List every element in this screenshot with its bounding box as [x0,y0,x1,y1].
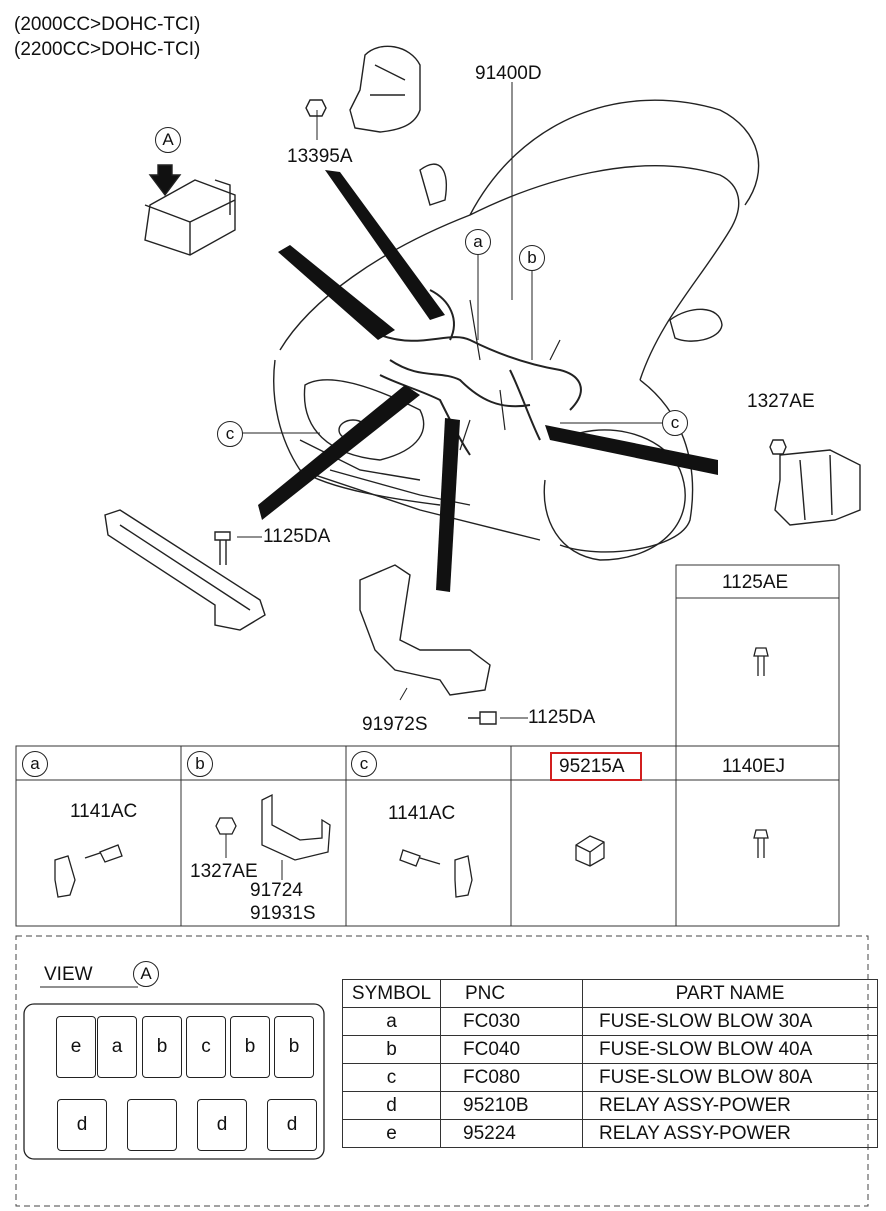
car-front-outline [273,359,541,541]
legend-symbol: c [342,1063,441,1092]
legend-part-name: RELAY ASSY-POWER [582,1091,878,1120]
legend-pnc: FC030 [440,1007,583,1036]
callout-circle-a: a [465,229,491,255]
clip-drawing [454,855,473,898]
grid-symbol-c: c [351,751,377,777]
engine-spec-line2: (2200CC>DOHC-TCI) [14,39,201,60]
legend-header-symbol: SYMBOL [342,979,441,1008]
bolt-icon [214,531,231,565]
grid-b-part-91724: 91724 [250,880,303,901]
bolt-icon [468,711,497,725]
highlight-box-95215A [550,752,642,781]
table-row: a FC030 FUSE-SLOW BLOW 30A [342,1007,878,1036]
grid-header-1125AE: 1125AE [722,572,789,593]
bracket-drawing [349,45,421,133]
legend-pnc: 95210B [440,1091,583,1120]
relay-slot-d3: d [267,1099,317,1151]
bolt-icon [753,647,769,676]
bolt-icon [399,849,441,867]
car-grille-outline [303,379,425,461]
nut-icon [769,439,787,455]
fuse-slot-b1: b [142,1016,182,1078]
fuse-box-drawing [144,179,236,256]
engine-spec-line1: (2000CC>DOHC-TCI) [14,14,201,35]
bolt-icon [84,844,123,863]
fuse-slot-e: e [56,1016,96,1078]
legend-symbol: b [342,1035,441,1064]
callout-circle-c-right: c [662,410,688,436]
legend-table: SYMBOL PNC PART NAME a FC030 FUSE-SLOW B… [342,979,878,1148]
grid-symbol-a: a [22,751,48,777]
legend-symbol: a [342,1007,441,1036]
relay-icon [575,835,605,867]
callout-13395A: 13395A [287,146,353,167]
table-row: b FC040 FUSE-SLOW BLOW 40A [342,1035,878,1064]
callout-91972S: 91972S [362,714,428,735]
legend-symbol: e [342,1119,441,1148]
legend-pnc: 95224 [440,1119,583,1148]
legend-part-name: RELAY ASSY-POWER [582,1119,878,1148]
legend-header-pnc: PNC [440,979,583,1008]
table-row: c FC080 FUSE-SLOW BLOW 80A [342,1063,878,1092]
car-mirror [669,308,723,342]
bracket-drawing [261,793,331,861]
nut-icon [305,99,327,117]
grid-a-part-1141AC: 1141AC [70,801,138,822]
legend-part-name: FUSE-SLOW BLOW 40A [582,1035,878,1064]
callout-1125DA-center: 1125DA [528,707,596,728]
car-windshield-outline [469,99,760,216]
relay-slot-d2: d [197,1099,247,1151]
relay-slot-empty [127,1099,177,1151]
callout-1327AE: 1327AE [747,391,815,412]
bracket-drawing [774,449,861,526]
legend-part-name: FUSE-SLOW BLOW 30A [582,1007,878,1036]
clip-drawing [54,855,76,898]
grid-b-part-1327AE: 1327AE [190,861,258,882]
arrow-down-icon [148,164,182,197]
harness-wire-main [379,334,582,411]
grid-b-part-91931S: 91931S [250,903,316,924]
grid-header-1140EJ: 1140EJ [722,756,786,777]
fuse-box-outline [23,1003,325,1160]
leader-wedge [325,170,445,320]
fuse-slot-c: c [186,1016,226,1078]
legend-pnc: FC040 [440,1035,583,1064]
fuse-slot-b3: b [274,1016,314,1078]
grid-header-95215A: 95215A [559,756,625,777]
legend-header-part-name: PART NAME [582,979,878,1008]
view-marker: A [133,961,159,987]
fuse-slot-a: a [97,1016,137,1078]
table-row: d 95210B RELAY ASSY-POWER [342,1091,878,1120]
legend-symbol: d [342,1091,441,1120]
grid-symbol-b: b [187,751,213,777]
center-bracket-drawing [359,564,491,696]
leader-wedge [436,418,460,592]
leader-wedge [258,385,420,520]
car-hood-outline [279,165,740,381]
table-row: e 95224 RELAY ASSY-POWER [342,1119,878,1148]
bolt-icon [753,829,769,858]
rail-bracket-drawing [104,509,266,631]
legend-pnc: FC080 [440,1063,583,1092]
view-title: VIEW [44,964,93,985]
car-wheel-outline [543,429,686,561]
callout-circle-b: b [519,245,545,271]
view-panel-frame [15,935,869,1207]
nut-icon [215,817,237,835]
legend-header-row: SYMBOL PNC PART NAME [342,979,878,1008]
callout-circle-c-left: c [217,421,243,447]
fuse-slot-b2: b [230,1016,270,1078]
grid-c-part-1141AC: 1141AC [388,803,456,824]
callout-91400D: 91400D [475,63,542,84]
leader-wedge [278,245,395,340]
car-wiper [419,163,447,206]
view-marker-a: A [155,127,181,153]
callout-1125DA-left: 1125DA [263,526,331,547]
leader-wedge [545,425,718,475]
legend-part-name: FUSE-SLOW BLOW 80A [582,1063,878,1092]
relay-slot-d1: d [57,1099,107,1151]
